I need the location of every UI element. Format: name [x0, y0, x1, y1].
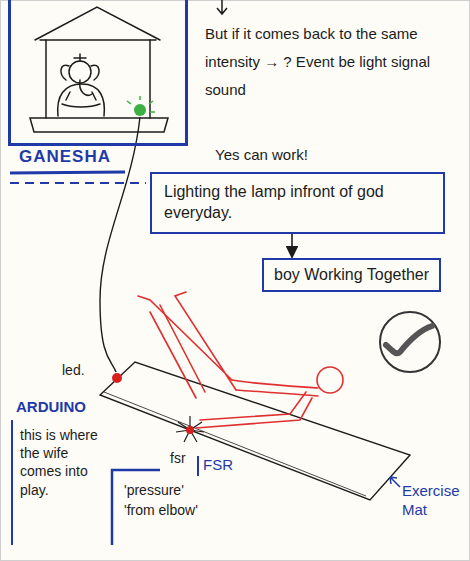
person-legs — [150, 305, 205, 398]
shrine-box: GANESHA — [8, 0, 188, 146]
sensor-label: fsr — [170, 450, 186, 468]
lamp-glow — [127, 96, 155, 112]
process-box: Lighting the lamp infront of god everyda… — [150, 172, 445, 234]
process-box: boy Working Together — [262, 258, 441, 293]
shrine-roof — [35, 7, 160, 40]
part-label: Exercise Mat — [402, 482, 464, 520]
mat-edge — [104, 392, 366, 496]
note-text: But if it comes back to the same intensi… — [205, 20, 453, 104]
lamp — [127, 96, 155, 116]
exercise-mat — [100, 362, 410, 500]
blue-bracket — [197, 456, 199, 476]
underline — [10, 172, 125, 173]
note-text: Yes can work! — [215, 146, 308, 165]
sensor-label: FSR — [203, 456, 233, 475]
note-text: 'pressure' — [124, 482, 184, 500]
fsr-burst — [176, 416, 204, 442]
node-text: Lighting the lamp infront of god everyda… — [164, 182, 431, 224]
flow-arrow — [291, 234, 293, 258]
node-text: boy Working Together — [274, 265, 429, 286]
idol-ears — [61, 65, 99, 80]
part-label: led. — [62, 362, 85, 380]
blue-bracket — [11, 420, 13, 545]
fsr-dot — [186, 426, 194, 434]
idol-detail — [62, 92, 100, 107]
person-arms — [196, 392, 312, 428]
check-mark — [380, 312, 440, 372]
check-circle — [380, 312, 440, 372]
note-text: 'from elbow' — [124, 502, 198, 520]
person-legs — [138, 292, 236, 390]
idol-crown — [74, 54, 86, 61]
shrine-platform — [30, 118, 168, 132]
node-text: GANESHA — [19, 146, 111, 168]
note-text: this is where the wife comes into play. — [20, 426, 102, 499]
shrine-posts — [46, 40, 150, 118]
person-head — [317, 367, 343, 393]
lamp-flame — [134, 104, 146, 116]
shrine-drawing — [30, 7, 168, 132]
person-figure — [138, 292, 343, 428]
person-torso — [232, 380, 318, 388]
part-label: ARDUINO — [16, 398, 86, 417]
check-scribble — [386, 326, 432, 353]
pressure-lines — [176, 416, 204, 442]
down-arrow — [217, 0, 227, 14]
led-dot — [112, 373, 122, 383]
shrine-beam — [40, 39, 156, 41]
leader-line — [390, 477, 400, 487]
idol-trunk — [80, 80, 92, 95]
